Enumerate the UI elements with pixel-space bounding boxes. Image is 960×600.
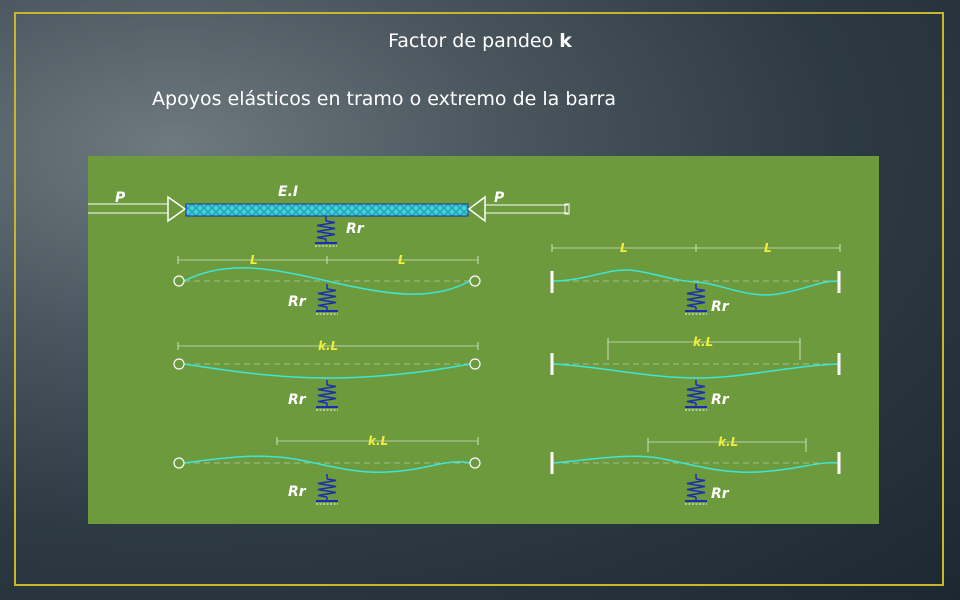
spring-label: Rr <box>346 221 365 237</box>
span-label-1a: L <box>250 253 258 267</box>
spring-label-l2: Rr <box>288 392 307 408</box>
slide-subtitle: Apoyos elásticos en tramo o extremo de l… <box>152 88 616 110</box>
right-row-1: L L Rr <box>550 241 841 315</box>
right-row-3: k.L Rr <box>550 435 841 505</box>
spring-label-r3: Rr <box>711 486 730 502</box>
right-row-2: k.L Rr <box>550 335 841 411</box>
effective-label-r2: k.L <box>693 335 713 349</box>
buckling-diagram: P P E.I Rr L L Rr k.L Rr k.L <box>88 184 841 505</box>
left-row-3: k.L Rr <box>173 434 481 505</box>
stiffness-label: E.I <box>278 184 298 200</box>
spring-top <box>315 216 337 247</box>
spring-label-r1: Rr <box>711 299 730 315</box>
spring-r1 <box>685 284 707 315</box>
span-label-1b: L <box>398 253 406 267</box>
spring-l2 <box>316 380 338 411</box>
load-label-right: P <box>494 190 505 206</box>
spring-r2 <box>685 380 707 411</box>
top-bar-diagram: P P E.I Rr <box>88 184 570 247</box>
slide-frame <box>14 12 944 586</box>
effective-label-l2: k.L <box>318 339 338 353</box>
left-row-2: k.L Rr <box>173 339 481 411</box>
diagram-panel: P P E.I Rr L L Rr k.L Rr k.L <box>88 156 879 524</box>
slide-title: Factor de pandeo k <box>388 30 572 52</box>
beam-bar <box>185 203 469 217</box>
spring-r3 <box>685 474 707 505</box>
spring-label-l1: Rr <box>288 294 307 310</box>
spring-l1 <box>316 284 338 315</box>
left-row-1: L L Rr <box>173 253 481 315</box>
spring-l3 <box>316 474 338 505</box>
effective-label-l3: k.L <box>368 434 388 448</box>
effective-label-r3: k.L <box>718 435 738 449</box>
span-label-r1a: L <box>620 241 628 255</box>
spring-label-r2: Rr <box>711 392 730 408</box>
span-label-r1b: L <box>764 241 772 255</box>
load-label-left: P <box>115 190 126 206</box>
spring-label-l3: Rr <box>288 484 307 500</box>
